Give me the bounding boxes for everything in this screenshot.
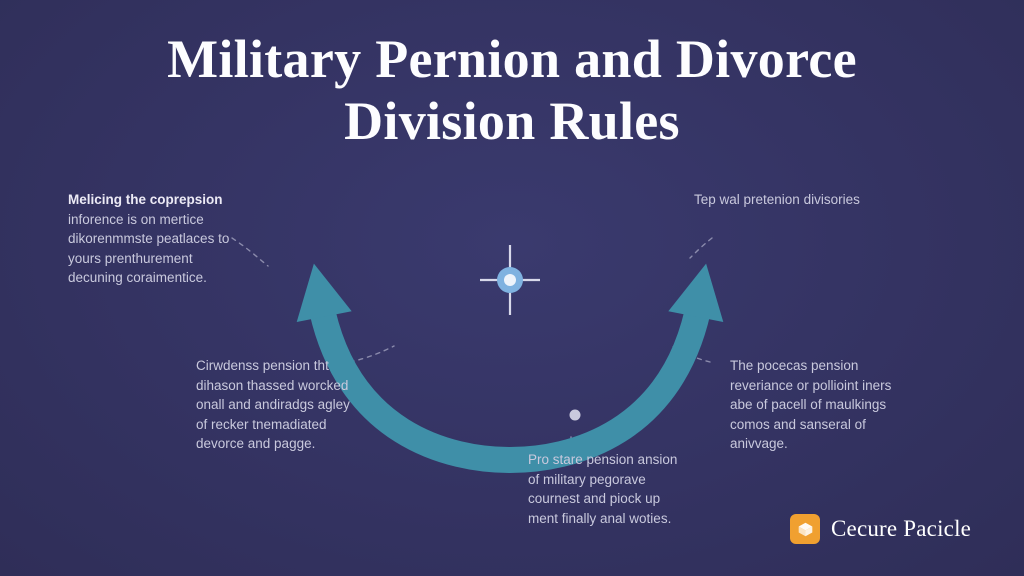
callout-middle-left: Cirwdenss pension tht dihason thassed wo… [196, 356, 356, 454]
callout-top-left-body: inforence is on mertice dikorenmmste pea… [68, 211, 230, 286]
callout-top-left: Melicing the coprepsion inforence is on … [68, 190, 246, 288]
compass-icon [478, 245, 542, 315]
title-line-2: Division Rules [344, 91, 680, 151]
callout-top-right: Tep wal pretenion divisories [694, 190, 904, 210]
cube-icon [790, 514, 820, 544]
title-line-1: Military Pernion and Divorce [167, 29, 857, 89]
callout-top-left-heading: Melicing the coprepsion [68, 192, 223, 207]
callout-middle-left-body: Cirwdenss pension tht dihason thassed wo… [196, 358, 350, 451]
brand-logo: Cecure Pacicle [790, 514, 971, 544]
page-title: Military Pernion and Divorce Division Ru… [0, 28, 1024, 152]
callout-top-right-body: Tep wal pretenion divisories [694, 192, 860, 207]
callout-bottom-center: Pro stare pension ansion of military peg… [528, 450, 678, 528]
callout-bottom-center-body: Pro stare pension ansion of military peg… [528, 452, 678, 526]
callout-middle-right-body: The pocecas pension reveriance or pollio… [730, 358, 892, 451]
brand-name: Cecure Pacicle [831, 516, 972, 541]
curved-arrow-icon [250, 255, 770, 485]
callout-middle-right: The pocecas pension reveriance or pollio… [730, 356, 898, 454]
